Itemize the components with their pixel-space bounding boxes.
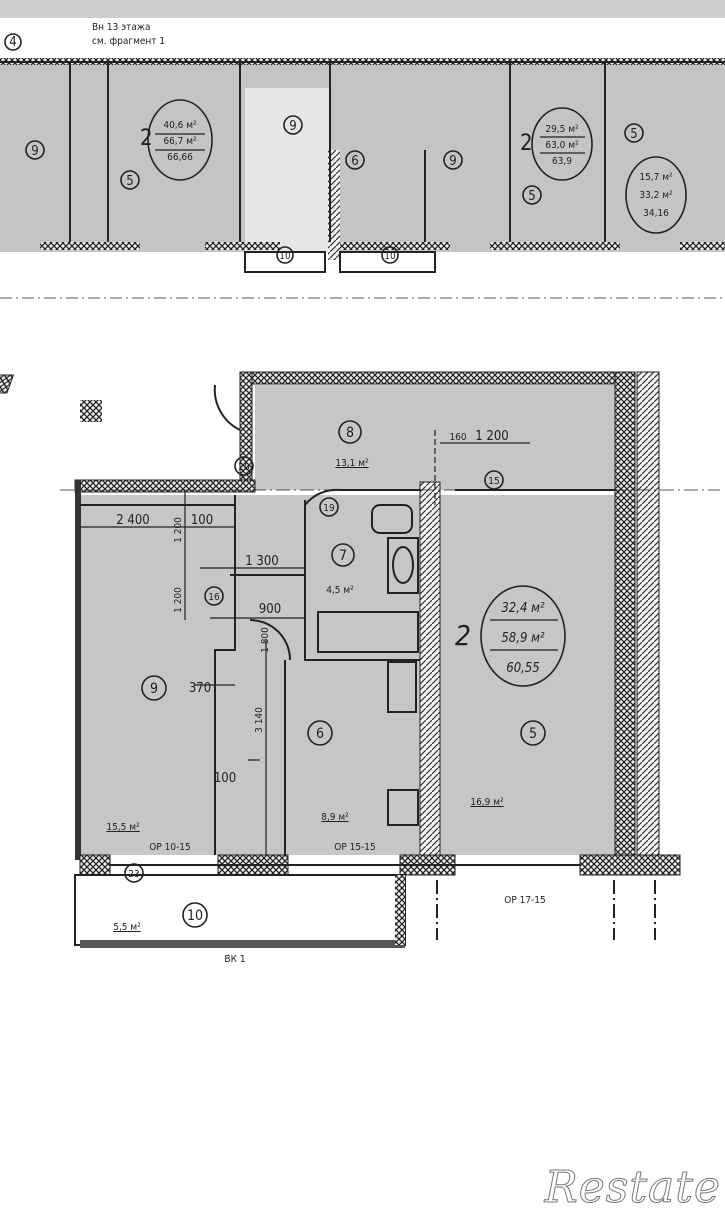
apartment-plan: 2 32,4 м² 58,9 м² 60,55 8 13,1 м² 7 4,5 … (0, 371, 720, 965)
upper-room-number: 9 (449, 154, 456, 169)
upper-unit-living: 29,5 м² (545, 124, 579, 135)
room-area-8: 13,1 м² (335, 458, 369, 469)
upper-unit-total: 63,0 м² (545, 140, 579, 151)
opening-label: ОР 15-15 (334, 842, 376, 853)
dimension-label: 100 (191, 513, 213, 528)
upper-unit-balcony: 63,9 (552, 156, 572, 167)
dimension-label: 2 400 (116, 513, 149, 528)
room-number-6: 6 (316, 726, 324, 742)
marker-23: 23 (128, 869, 139, 880)
dimension-label: 370 (189, 681, 211, 696)
room-number-5: 5 (529, 726, 537, 742)
upper-room-number: 4 (9, 35, 16, 50)
dimension-label: 3 140 (254, 707, 265, 733)
upper-room-number: 6 (351, 154, 358, 169)
dimension-label: 1 300 (245, 554, 278, 569)
room-area-9: 15,5 м² (106, 822, 140, 833)
unit-total-area: 58,9 м² (501, 631, 545, 646)
left-rooms-fill (80, 495, 420, 855)
upper-unit-rooms: 2 (140, 126, 153, 151)
marker-19: 19 (323, 503, 335, 514)
upper-room-number: 5 (528, 189, 535, 204)
upper-room-number: 9 (31, 144, 38, 159)
marker-20: 20 (238, 462, 250, 473)
room-5-fill (440, 495, 617, 855)
dimension-label: 1 200 (475, 429, 508, 444)
dimension-label: 1 800 (260, 627, 271, 653)
upper-note-line2: см. фрагмент 1 (92, 36, 165, 47)
dimension-label: 1 200 (173, 587, 184, 613)
upper-room-number: 10 (279, 251, 291, 262)
room-area-6: 8,9 м² (321, 812, 349, 823)
room-number-9: 9 (150, 681, 158, 697)
upper-unit-living: 40,6 м² (163, 120, 197, 131)
unit-rooms-count: 2 (455, 619, 471, 652)
restate-logo: Restate (544, 1162, 721, 1214)
dimension-label: 100 (214, 771, 236, 786)
dimension-label: 900 (259, 602, 281, 617)
upper-unit-total: 33,2 м² (639, 190, 673, 201)
opening-label: ОР 10-15 (149, 842, 191, 853)
opening-label: ОР 17-15 (504, 895, 546, 906)
upper-unit-rooms: 2 (520, 131, 533, 156)
unit-total-with-balcony: 60,55 (506, 661, 539, 676)
room-number-10: 10 (187, 908, 203, 924)
upper-unit-total: 66,7 м² (163, 136, 197, 147)
upper-note-line1: Вн 13 этажа (92, 22, 151, 33)
upper-unit-balcony: 34,16 (643, 208, 669, 219)
room-area-7: 4,5 м² (326, 585, 354, 596)
dimension-label: 160 (449, 432, 466, 443)
upper-room-number: 5 (126, 174, 133, 189)
upper-plan: 4 Вн 13 этажа см. фрагмент 1 2 40,6 м² 6… (0, 0, 725, 299)
upper-room-number: 9 (289, 119, 296, 134)
room-number-7: 7 (339, 548, 347, 564)
upper-unit-balcony: 66,66 (167, 152, 193, 163)
marker-16: 16 (208, 592, 220, 603)
room-area-5: 16,9 м² (470, 797, 504, 808)
room-8-fill (255, 385, 617, 490)
upper-room-number: 5 (630, 127, 637, 142)
marker-15: 15 (488, 476, 499, 487)
room-area-10: 5,5 м² (113, 922, 141, 933)
dimension-label: 1 200 (173, 517, 184, 543)
room-number-8: 8 (346, 425, 354, 441)
below-balcony-label: ВК 1 (224, 954, 245, 965)
unit-living-area: 32,4 м² (501, 601, 545, 616)
upper-unit-living: 15,7 м² (639, 172, 673, 183)
upper-room-number: 10 (384, 251, 396, 262)
